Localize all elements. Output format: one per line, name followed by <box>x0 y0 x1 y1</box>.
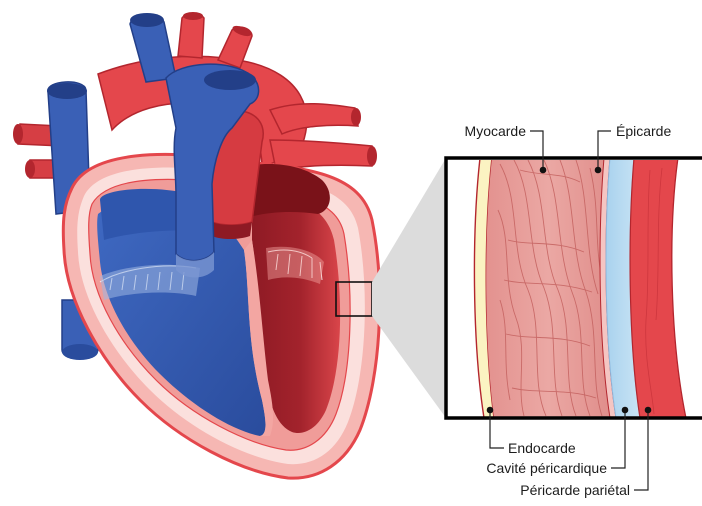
label-epicarde: Épicarde <box>616 123 671 139</box>
label-myocarde: Myocarde <box>465 123 527 139</box>
label-cavite-pericardique: Cavité péricardique <box>486 460 607 476</box>
wall-cross-section <box>446 158 702 418</box>
label-endocarde: Endocarde <box>508 440 576 456</box>
heart-illustration <box>13 12 380 478</box>
label-pericarde-parietal: Péricarde pariétal <box>520 482 630 498</box>
zoom-callout <box>372 158 446 418</box>
myocardium-layer <box>486 158 610 418</box>
